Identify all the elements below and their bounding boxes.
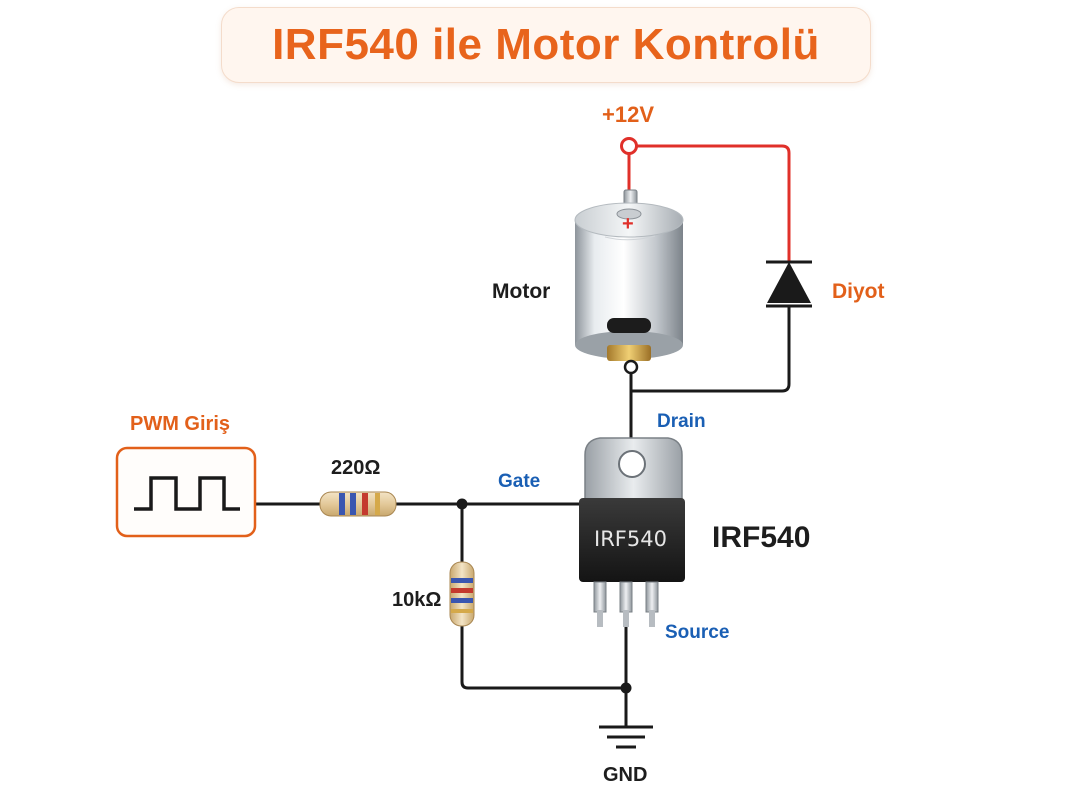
gate-junction [456, 498, 468, 510]
chip-name-label: IRF540 [712, 521, 811, 554]
pwm-source [115, 446, 257, 538]
wires [256, 306, 791, 726]
diode-return-wire [631, 306, 791, 393]
diode-symbol [766, 260, 812, 308]
drain-label: Drain [657, 411, 706, 432]
diode-label: Diyot [832, 280, 885, 303]
gate-resistor-label: 220Ω [331, 457, 381, 479]
motor-image [574, 189, 684, 375]
page-title: IRF540 ile Motor Kontrolü [272, 20, 820, 69]
gate-label: Gate [498, 471, 541, 492]
ground-junction [620, 682, 632, 694]
pulldown-bottom-wire [460, 624, 626, 690]
motor-label: Motor [492, 280, 551, 303]
supply-terminal [620, 137, 638, 155]
title-banner: IRF540 ile Motor Kontrolü [221, 7, 871, 83]
source-label: Source [665, 622, 730, 643]
pwm-label: PWM Giriş [130, 413, 231, 435]
ground-label: GND [603, 764, 648, 786]
gate-resistor [319, 491, 397, 517]
pulldown-resistor [449, 561, 475, 627]
ground-symbol [599, 725, 653, 749]
chip-marking: IRF540 [594, 527, 667, 551]
motor-plus-marker: + [622, 213, 634, 235]
supply-label: +12V [602, 102, 654, 127]
pulldown-resistor-label: 10kΩ [392, 589, 442, 611]
mosfet-package [579, 437, 685, 627]
